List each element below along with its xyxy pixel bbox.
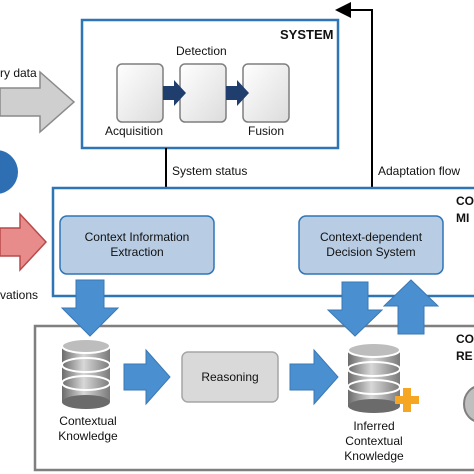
inferred-knowledge-label: Inferred Contextual Knowledge xyxy=(344,418,404,463)
fusion-step-box xyxy=(242,63,290,123)
step-arrow-1 xyxy=(163,80,186,106)
system-title: SYSTEM xyxy=(280,27,334,42)
sensory-data-arrow xyxy=(0,70,76,134)
reasoning-label: Reasoning xyxy=(201,369,259,384)
acquisition-label: Acquisition xyxy=(105,124,164,138)
inferred-knowledge-database xyxy=(347,342,401,413)
acquisition-step-box xyxy=(116,63,164,123)
context-extraction-label: Context Information Extraction xyxy=(84,230,190,259)
repository-title-line1: CO xyxy=(456,332,474,346)
middleware-title-line2: MI xyxy=(456,211,470,225)
decision-system-label: Context-dependent Decision System xyxy=(319,230,423,259)
decision-to-inferred-arrow xyxy=(326,281,384,337)
adaptation-flow-line xyxy=(335,2,373,214)
left-blue-circle xyxy=(0,150,18,194)
knowledge-to-reasoning-arrow xyxy=(123,348,171,406)
repository-title-line2: RE xyxy=(456,349,473,363)
extraction-to-knowledge-arrow xyxy=(60,279,120,337)
fusion-label: Fusion xyxy=(248,124,285,138)
adaptation-flow-label: Adaptation flow xyxy=(378,164,461,178)
sensory-data-label: ry data xyxy=(0,66,37,80)
middleware-title-line1: CO xyxy=(456,194,474,208)
reasoning-box xyxy=(181,351,279,403)
right-gray-circle xyxy=(463,386,474,422)
reasoning-to-inferred-arrow xyxy=(289,348,339,406)
detection-step-box xyxy=(179,63,227,123)
step-arrow-2 xyxy=(226,80,249,106)
contextual-knowledge-database xyxy=(61,338,111,409)
context-extraction-box xyxy=(59,215,215,275)
system-status-label: System status xyxy=(172,164,248,178)
inferred-to-decision-arrow xyxy=(382,279,440,335)
decision-system-box xyxy=(298,215,444,275)
plus-icon xyxy=(395,388,419,412)
observations-label: vations xyxy=(0,288,39,302)
contextual-knowledge-label: Contextual Knowledge xyxy=(58,414,118,443)
detection-label: Detection xyxy=(176,44,227,58)
observations-arrow xyxy=(0,212,48,272)
